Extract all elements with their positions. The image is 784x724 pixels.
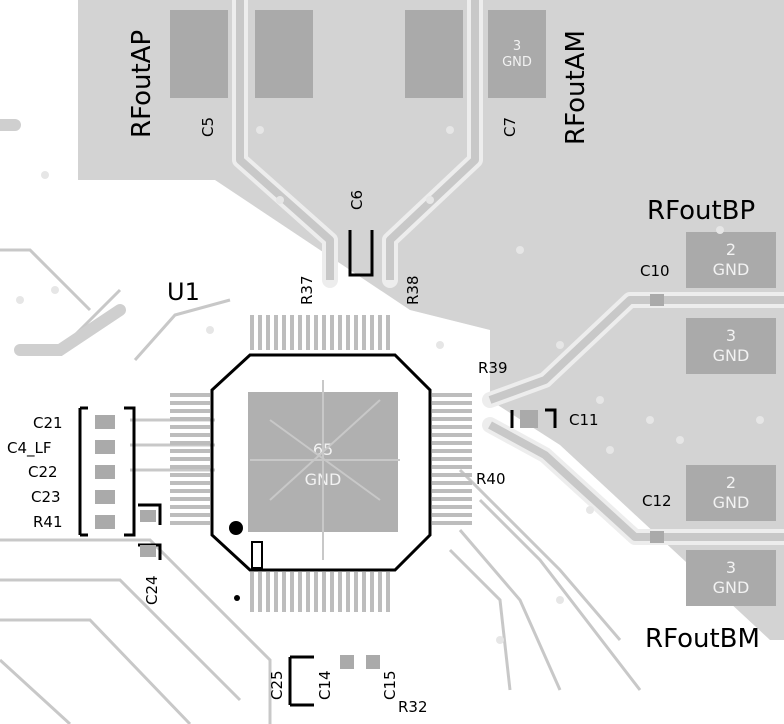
ref-r38: R38: [404, 275, 422, 305]
pin1-marker: [229, 521, 243, 535]
pad-bp-2: [686, 232, 776, 288]
pad-bm-2: [686, 465, 776, 521]
pad-c5-right: [255, 10, 313, 98]
top-pad-num: 3: [513, 39, 521, 54]
bp-pin2-num: 2: [726, 240, 736, 259]
net-label-rfout-bp: RFoutBP: [647, 196, 755, 226]
silkscreen-brackets: [78, 230, 557, 707]
ref-c24: C24: [143, 575, 161, 605]
ic-pins: [170, 315, 472, 612]
ref-r32: R32: [398, 698, 428, 716]
pad-c7-left: [405, 10, 463, 98]
ref-c7: C7: [501, 117, 519, 137]
ref-c6: C6: [348, 190, 366, 210]
ref-c12: C12: [642, 492, 672, 510]
net-label-rfout-am: RFoutAM: [561, 30, 591, 145]
bm-pin3-name: GND: [713, 578, 750, 597]
u1-outline: [210, 353, 432, 572]
bm-pin2-num: 2: [726, 473, 736, 492]
ref-c21: C21: [33, 414, 63, 432]
bp-pin3-num: 3: [726, 326, 736, 345]
bm-pin2-name: GND: [713, 493, 750, 512]
ref-c22: C22: [28, 463, 58, 481]
pad-c7-right: [488, 10, 546, 98]
net-label-rfout-bm: RFoutBM: [645, 624, 760, 654]
ref-c11: C11: [569, 411, 599, 429]
copper-pour: [78, 0, 784, 640]
vias: [16, 126, 764, 644]
pad-c5-left: [170, 10, 228, 98]
ref-c10: C10: [640, 262, 670, 280]
ref-c15: C15: [381, 670, 399, 700]
ref-u1: U1: [167, 278, 200, 306]
net-label-rfout-ap: RFoutAP: [127, 30, 157, 138]
ref-c4-lf: C4_LF: [7, 439, 52, 458]
ref-c14: C14: [316, 670, 334, 700]
top-pad-name: GND: [502, 55, 532, 70]
pad-bp-3: [686, 318, 776, 374]
bm-pin3-num: 3: [726, 558, 736, 577]
u1-notch: [251, 541, 263, 569]
ref-c25: C25: [268, 670, 286, 700]
pad-bm-3: [686, 550, 776, 606]
ref-r40: R40: [476, 470, 506, 488]
ref-r41: R41: [33, 513, 63, 531]
bp-pin2-name: GND: [713, 260, 750, 279]
ref-c23: C23: [31, 488, 61, 506]
ref-r37: R37: [298, 275, 316, 305]
ref-r39: R39: [478, 359, 508, 377]
ref-c5: C5: [199, 117, 217, 137]
bp-pin3-name: GND: [713, 346, 750, 365]
